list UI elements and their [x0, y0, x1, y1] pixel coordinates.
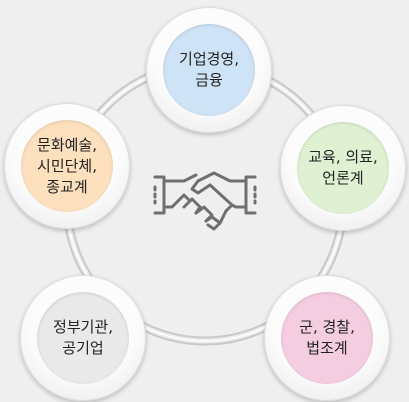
node-military-police-legal: 군, 경찰, 법조계	[264, 275, 390, 401]
handshake-icon	[153, 171, 257, 231]
node-label: 교육, 의료, 언론계	[308, 148, 378, 187]
node-government-public-enterprise: 정부기관, 공기업	[20, 275, 146, 401]
node-label: 정부기관, 공기업	[53, 318, 113, 357]
node-culture-civic-religion-fill: 문화예술, 시민단체, 종교계	[21, 120, 113, 212]
node-label: 문화예술, 시민단체, 종교계	[37, 135, 97, 196]
node-education-medical-media: 교육, 의료, 언론계	[280, 105, 406, 231]
node-military-police-legal-fill: 군, 경찰, 법조계	[281, 292, 373, 384]
node-business-finance: 기업경영, 금융	[146, 7, 272, 133]
node-culture-civic-religion: 문화예술, 시민단체, 종교계	[4, 103, 130, 229]
node-label: 군, 경찰, 법조계	[299, 318, 355, 357]
node-government-public-enterprise-fill: 정부기관, 공기업	[37, 292, 129, 384]
node-business-finance-fill: 기업경영, 금융	[163, 24, 255, 116]
node-label: 기업경영, 금융	[179, 50, 239, 89]
node-education-medical-media-fill: 교육, 의료, 언론계	[297, 122, 389, 214]
